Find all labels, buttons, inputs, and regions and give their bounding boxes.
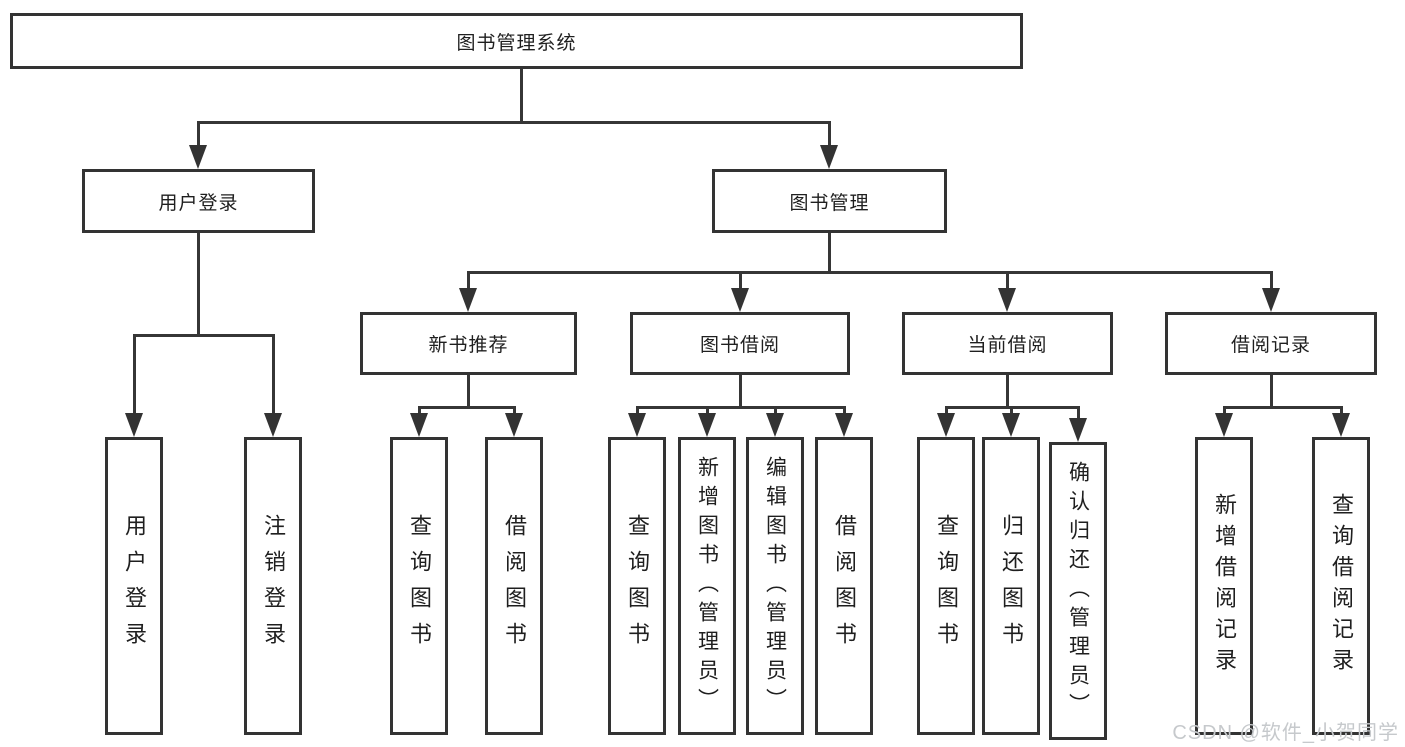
- connector-line: [467, 271, 470, 289]
- connector-line: [1006, 375, 1009, 408]
- leaf-label: 归还图书: [999, 514, 1024, 658]
- arrowhead-down-icon: [766, 413, 784, 437]
- arrowhead-down-icon: [1002, 413, 1020, 437]
- leaf-label: 借阅图书: [832, 514, 857, 658]
- node-book-borrow: 图书借阅: [630, 312, 850, 375]
- leaf-borrow-books: 借阅图书: [815, 437, 873, 735]
- node-label: 新书推荐: [428, 335, 509, 356]
- arrowhead-down-icon: [628, 413, 646, 437]
- leaf-return-book: 归还图书: [982, 437, 1040, 735]
- watermark: CSDN @软件_小贺同学: [1172, 722, 1399, 744]
- node-label: 图书借阅: [699, 335, 780, 356]
- node-book-management: 图书管理: [712, 169, 947, 233]
- connector-line: [197, 121, 200, 149]
- arrowhead-down-icon: [189, 145, 207, 169]
- node-borrow-records: 借阅记录: [1165, 312, 1377, 375]
- connector-line: [467, 375, 470, 408]
- node-current-borrow: 当前借阅: [902, 312, 1113, 375]
- connector-line: [1270, 271, 1273, 289]
- connector-line: [467, 271, 1273, 274]
- connector-line: [513, 406, 516, 416]
- leaf-query-books-current: 查询图书: [917, 437, 975, 735]
- connector-line: [828, 121, 831, 149]
- connector-line: [520, 69, 523, 121]
- leaf-query-books-borrow: 查询图书: [608, 437, 666, 735]
- connector-line: [1010, 406, 1013, 416]
- connector-line: [197, 121, 831, 124]
- arrowhead-down-icon: [459, 288, 477, 312]
- connector-line: [272, 334, 275, 416]
- connector-line: [739, 375, 742, 408]
- connector-line: [774, 406, 777, 416]
- connector-line: [1223, 406, 1226, 416]
- node-user-login: 用户登录: [82, 169, 315, 233]
- connector-line: [133, 334, 275, 337]
- arrowhead-down-icon: [835, 413, 853, 437]
- arrowhead-down-icon: [1069, 418, 1087, 442]
- leaf-logout: 注销登录: [244, 437, 302, 735]
- node-label: 图书管理: [789, 192, 870, 214]
- leaf-edit-book-admin: 编辑图书（管理员）: [746, 437, 804, 735]
- arrowhead-down-icon: [820, 145, 838, 169]
- arrowhead-down-icon: [1262, 288, 1280, 312]
- arrowhead-down-icon: [505, 413, 523, 437]
- connector-line: [739, 271, 742, 289]
- connector-line: [1006, 271, 1009, 289]
- leaf-label: 借阅图书: [502, 514, 527, 658]
- leaf-query-books-recommend: 查询图书: [390, 437, 448, 735]
- arrowhead-down-icon: [264, 413, 282, 437]
- arrowhead-down-icon: [998, 288, 1016, 312]
- leaf-label: 查询图书: [407, 514, 432, 658]
- leaf-label: 新增图书（管理员）: [695, 455, 719, 717]
- node-label: 用户登录: [158, 192, 239, 214]
- arrowhead-down-icon: [1215, 413, 1233, 437]
- connector-line: [418, 406, 421, 416]
- leaf-label: 确认归还（管理员）: [1066, 460, 1090, 722]
- leaf-user-login: 用户登录: [105, 437, 163, 735]
- leaf-label: 编辑图书（管理员）: [763, 455, 787, 717]
- arrowhead-down-icon: [410, 413, 428, 437]
- connector-line: [1270, 375, 1273, 408]
- leaf-add-borrow-record: 新增借阅记录: [1195, 437, 1253, 735]
- arrowhead-down-icon: [698, 413, 716, 437]
- leaf-label: 用户登录: [122, 514, 147, 658]
- connector-line: [828, 233, 831, 274]
- arrowhead-down-icon: [731, 288, 749, 312]
- connector-line: [636, 406, 846, 409]
- leaf-query-borrow-record: 查询借阅记录: [1312, 437, 1370, 735]
- node-new-book-recommend: 新书推荐: [360, 312, 577, 375]
- leaf-label: 新增借阅记录: [1212, 493, 1237, 679]
- leaf-label: 查询借阅记录: [1329, 493, 1354, 679]
- connector-line: [1223, 406, 1343, 409]
- leaf-label: 查询图书: [934, 514, 959, 658]
- connector-line: [418, 406, 516, 409]
- node-label: 当前借阅: [967, 335, 1048, 356]
- arrowhead-down-icon: [937, 413, 955, 437]
- node-label: 借阅记录: [1230, 335, 1311, 356]
- connector-line: [636, 406, 639, 416]
- leaf-confirm-return-admin: 确认归还（管理员）: [1049, 442, 1107, 740]
- connector-line: [1340, 406, 1343, 416]
- node-library-system: 图书管理系统: [10, 13, 1023, 69]
- connector-line: [197, 233, 200, 336]
- connector-line: [1077, 406, 1080, 420]
- connector-line: [706, 406, 709, 416]
- leaf-borrow-books-recommend: 借阅图书: [485, 437, 543, 735]
- leaf-label: 查询图书: [625, 514, 650, 658]
- connector-line: [133, 334, 136, 416]
- node-label: 图书管理系统: [456, 32, 577, 54]
- leaf-add-book-admin: 新增图书（管理员）: [678, 437, 736, 735]
- arrowhead-down-icon: [125, 413, 143, 437]
- connector-line: [843, 406, 846, 416]
- connector-line: [945, 406, 948, 416]
- leaf-label: 注销登录: [261, 514, 286, 658]
- arrowhead-down-icon: [1332, 413, 1350, 437]
